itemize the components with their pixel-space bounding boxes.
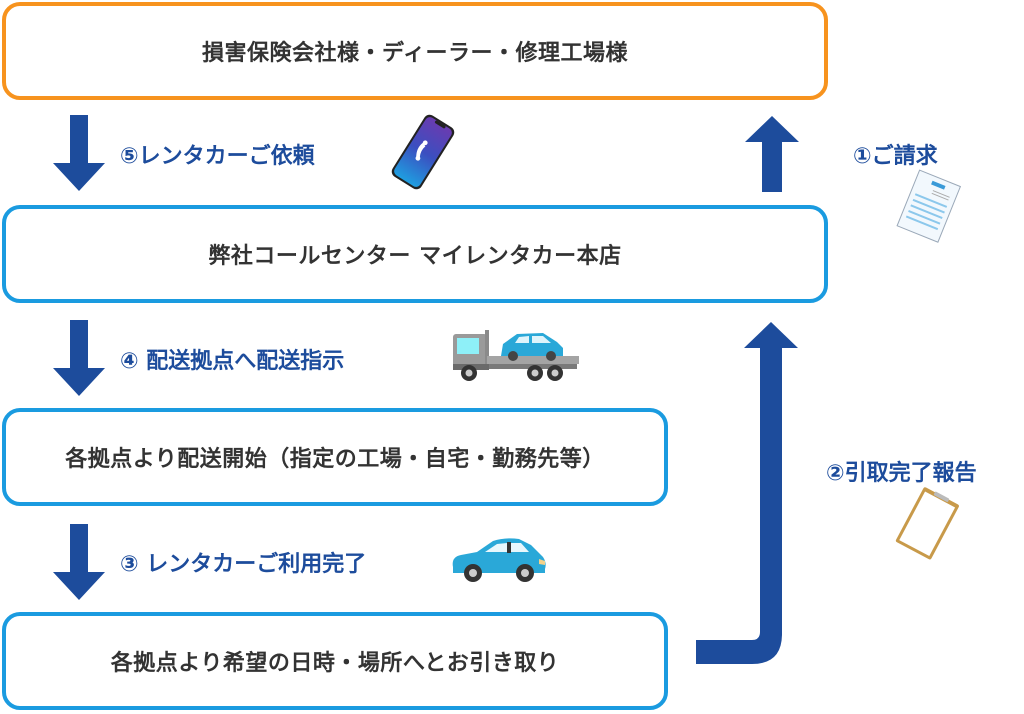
arrow-down-icon-step4 <box>53 320 105 396</box>
call-center-box: 弊社コールセンター マイレンタカー本店 <box>2 205 828 303</box>
clipboard-icon <box>884 486 968 566</box>
step3-label: ③ レンタカーご利用完了 <box>120 552 367 577</box>
return-arrow-icon-step2 <box>696 322 802 666</box>
insurers-label: 損害保険会社様・ディーラー・修理工場様 <box>202 41 628 66</box>
step1-label: ①ご請求 <box>853 144 938 169</box>
call-center-label: 弊社コールセンター マイレンタカー本店 <box>208 244 622 269</box>
insurers-box: 損害保険会社様・ディーラー・修理工場様 <box>2 2 828 100</box>
car-icon <box>449 535 549 583</box>
arrow-down-icon-step3 <box>53 524 105 600</box>
car-carrier-truck-icon <box>445 328 581 384</box>
step5-label: ⑤レンタカーご依頼 <box>120 144 315 169</box>
arrow-down-icon-step5 <box>53 115 105 191</box>
step2-label: ②引取完了報告 <box>826 461 977 486</box>
step4-label: ④ 配送拠点へ配送指示 <box>120 349 345 374</box>
delivery-start-label: 各拠点より配送開始（指定の工場・自宅・勤務先等） <box>65 447 605 472</box>
delivery-start-box: 各拠点より配送開始（指定の工場・自宅・勤務先等） <box>2 408 668 506</box>
arrow-up-icon-step1 <box>745 116 799 192</box>
pickup-box: 各拠点より希望の日時・場所へとお引き取り <box>2 612 668 710</box>
invoice-document-icon <box>888 168 968 248</box>
pickup-label: 各拠点より希望の日時・場所へとお引き取り <box>110 651 560 676</box>
smartphone-call-icon <box>388 112 458 192</box>
